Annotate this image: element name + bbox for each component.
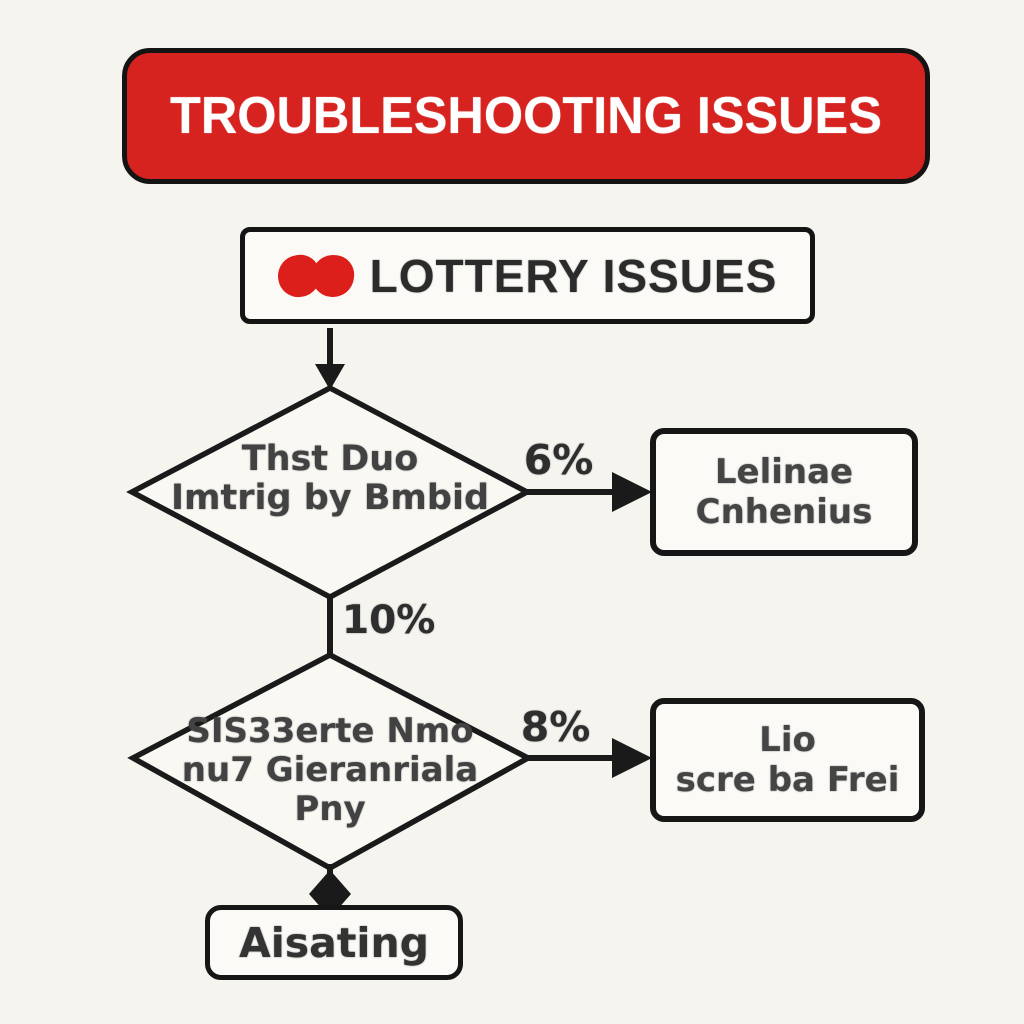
decision1-line1: Thst Duo <box>241 439 419 479</box>
decision2-line3: Pny <box>294 789 366 829</box>
decision1-line2: Imtrig by Bmbid <box>170 478 490 518</box>
arrowhead-right-2-icon <box>612 738 652 778</box>
arrowhead-right-1-icon <box>612 472 652 512</box>
edge-label-8pct: 8% <box>520 703 591 751</box>
lottery-issues-label: LOTTERY ISSUES <box>369 249 778 302</box>
result1-line1: Lelinae <box>714 452 854 492</box>
result2-box: Lio scre ba Frei <box>650 698 925 822</box>
arrowhead-down-1-icon <box>315 364 345 390</box>
lottery-issues-box: LOTTERY ISSUES <box>240 227 815 324</box>
terminal-box: Aisating <box>205 905 463 980</box>
result2-line1: Lio <box>759 720 816 760</box>
decision1-text: Thst Duo Imtrig by Bmbid <box>150 440 510 518</box>
edge-label-10pct: 10% <box>342 598 436 643</box>
result1-box: Lelinae Cnhenius <box>650 428 918 556</box>
title-banner: TROUBLESHOOTING ISSUES <box>122 48 930 184</box>
result2-line2: scre ba Frei <box>675 760 900 800</box>
decision2-text: SIS33erte Nmo nu7 Gieranriala Pny <box>145 712 515 829</box>
decision2-line1: SIS33erte Nmo <box>186 711 474 751</box>
terminal-label: Aisating <box>238 918 430 967</box>
result1-line2: Cnhenius <box>695 492 873 532</box>
decision2-line2: nu7 Gieranriala <box>181 750 479 790</box>
edge-label-6pct: 6% <box>523 436 594 484</box>
title-text: TROUBLESHOOTING ISSUES <box>170 87 882 145</box>
